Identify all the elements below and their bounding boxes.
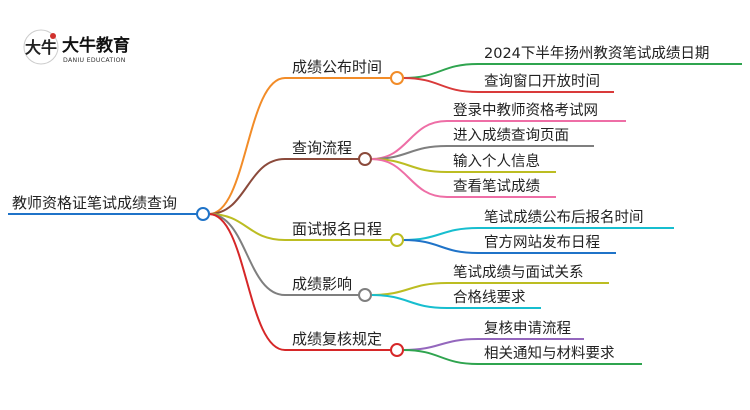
leaf-connector-4-1 — [402, 349, 479, 365]
leaf-connector-4-0 — [402, 338, 479, 351]
branch-1[interactable]: 查询流程 登录中教师资格考试网 进入成绩查询页面 输入个人信息 查看笔试成绩 — [285, 102, 626, 198]
leaf-label-1-0: 登录中教师资格考试网 — [453, 102, 598, 119]
branch-label-0: 成绩公布时间 — [292, 58, 382, 76]
connector-lines — [208, 63, 479, 365]
branch-connector-1 — [208, 158, 286, 215]
leaf-connector-3-1 — [370, 294, 448, 309]
leaf-label-4-0: 复核申请流程 — [484, 319, 571, 337]
root-label: 教师资格证笔试成绩查询 — [12, 194, 177, 212]
logo-english: DANIU EDUCATION — [63, 57, 126, 64]
branch-node-circle-4[interactable] — [390, 343, 404, 357]
logo: 大牛 大牛教育 DANIU EDUCATION — [23, 29, 130, 65]
leaf-label-2-0: 笔试成绩公布后报名时间 — [484, 209, 644, 226]
branch-connector-3 — [208, 213, 286, 296]
leaf-connector-3-0 — [370, 282, 448, 296]
leaf-connector-0-1 — [402, 77, 479, 93]
leaf-connector-1-3 — [370, 158, 448, 198]
leaf-label-3-0: 笔试成绩与面试关系 — [453, 264, 584, 281]
logo-name: 大牛教育 — [62, 35, 130, 56]
leaf-connector-2-0 — [402, 227, 479, 241]
logo-badge-icon — [23, 29, 59, 65]
root-node[interactable]: 教师资格证笔试成绩查询 — [8, 194, 210, 221]
leaf-connector-0-0 — [402, 63, 479, 79]
branch-node-circle-3[interactable] — [358, 288, 372, 302]
branch-3[interactable]: 成绩影响 笔试成绩与面试关系 合格线要求 — [285, 264, 609, 309]
branch-node-circle-2[interactable] — [390, 233, 404, 247]
branch-label-1: 查询流程 — [292, 139, 352, 157]
branch-0[interactable]: 成绩公布时间 2024下半年扬州教资笔试成绩日期 查询窗口开放时间 — [285, 45, 742, 93]
branch-connector-2 — [208, 213, 286, 241]
leaf-label-3-1: 合格线要求 — [453, 289, 526, 306]
branch-label-4: 成绩复核规定 — [292, 330, 382, 348]
branch-4[interactable]: 成绩复核规定 复核申请流程 相关通知与材料要求 — [285, 319, 642, 365]
leaf-connector-2-1 — [402, 239, 479, 254]
branch-label-3: 成绩影响 — [292, 275, 352, 293]
branch-node-circle-0[interactable] — [390, 71, 404, 85]
branch-connector-4 — [208, 213, 286, 351]
branch-connector-0 — [208, 77, 286, 215]
root-node-circle[interactable] — [196, 207, 210, 221]
leaf-label-0-1: 查询窗口开放时间 — [484, 72, 600, 90]
leaf-label-1-1: 进入成绩查询页面 — [453, 127, 569, 144]
leaf-label-1-3: 查看笔试成绩 — [453, 178, 540, 195]
leaf-label-4-1: 相关通知与材料要求 — [484, 345, 615, 362]
leaf-label-2-1: 官方网站发布日程 — [484, 234, 600, 251]
logo-accent-dot-icon — [50, 33, 56, 39]
branch-node-circle-1[interactable] — [358, 152, 372, 166]
branch-2[interactable]: 面试报名日程 笔试成绩公布后报名时间 官方网站发布日程 — [285, 209, 674, 254]
branch-label-2: 面试报名日程 — [292, 220, 382, 238]
leaf-label-1-2: 输入个人信息 — [453, 153, 540, 170]
leaf-label-0-0: 2024下半年扬州教资笔试成绩日期 — [484, 45, 709, 62]
logo-glyph: 大牛 — [25, 38, 57, 57]
